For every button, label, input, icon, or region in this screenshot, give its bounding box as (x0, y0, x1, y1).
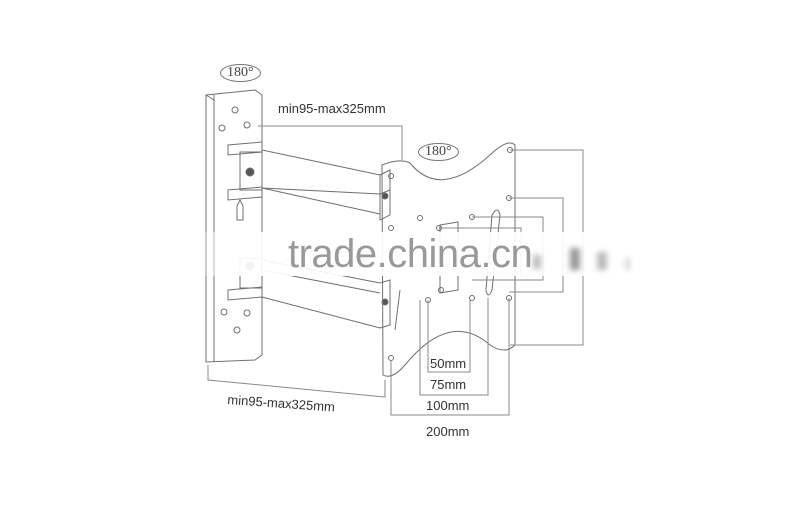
vesa-75-label: 75mm (430, 377, 467, 392)
vesa-50-label: 50mm (430, 356, 467, 371)
upper-arm (227, 141, 391, 221)
arm-extension-top-label: min95-max325mm (278, 101, 386, 116)
blurred-artifact (597, 252, 607, 270)
watermark: trade.china.cn (288, 232, 533, 276)
blurred-artifact (570, 248, 580, 270)
wall-rotation-label: 180° (220, 64, 261, 82)
plate-rotation-label: 180° (418, 143, 459, 161)
vesa-200-label: 200mm (426, 424, 470, 439)
wall-plate (205, 89, 263, 363)
vesa-100-label: 100mm (426, 398, 470, 413)
blurred-artifact (533, 255, 541, 269)
blurred-artifact (626, 258, 629, 270)
